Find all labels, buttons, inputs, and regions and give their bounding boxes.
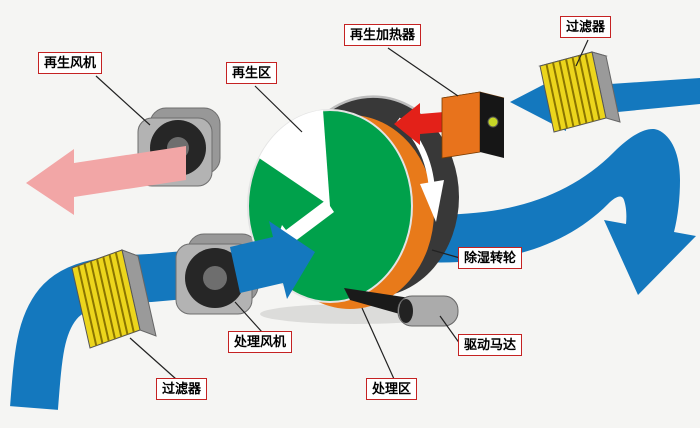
label-filter-bottom: 过滤器 [156,378,208,400]
label-filter-top: 过滤器 [560,16,612,38]
heater-indicator-dot [487,116,499,128]
label-regen-zone: 再生区 [226,62,278,84]
filter-bottom-pleats [77,252,135,347]
label-desiccant-wheel: 除湿转轮 [458,247,523,269]
callout-lines [95,39,589,380]
filter-top [538,51,621,133]
belt-rotation-arrowhead [420,180,444,222]
wheel-rim-highlight [329,95,417,112]
drive-belt [344,288,414,318]
regen-heater [441,91,505,159]
regen-exhaust-arrow [26,146,186,215]
label-drive-motor: 驱动马达 [458,334,523,356]
heater-frontface [441,91,481,159]
drive-motor [397,295,459,327]
label-process-zone: 处理区 [366,378,418,400]
filter-top-pleats [545,53,601,131]
motor-pulley [399,299,413,323]
label-regen-heater: 再生加热器 [344,24,422,46]
filter-bottom [70,249,157,349]
hot-air-arrow [394,103,444,145]
label-process-fan: 处理风机 [228,331,293,353]
label-regen-fan: 再生风机 [38,52,103,74]
process-air-to-wheel-arrow [230,221,315,299]
regeneration-sector [259,110,330,206]
